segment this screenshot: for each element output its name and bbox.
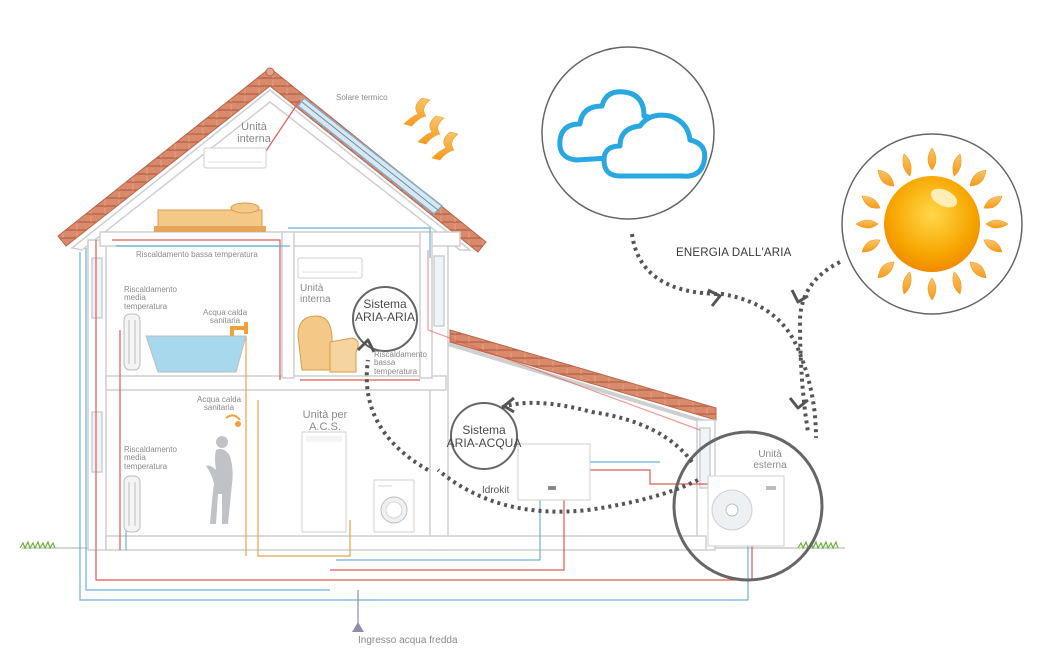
aria-acqua-system-label: Sistema ARIA-ACQUA [444,424,524,449]
acs-unit-label: Unità per A.C.S. [296,409,354,433]
outdoor-unit-label: Unità esterna [748,449,792,471]
cold-water-inlet-label: Ingresso acqua fredda [358,635,458,646]
low-temp-heating-mid-line3: temperatura [374,366,418,376]
solar-wind-arrows-icon [403,97,459,161]
radiator-lower [123,475,141,533]
house-structure [87,231,716,551]
medium-temp-heating-upper-line1: Riscaldamento [124,285,177,294]
acs-unit-label-line1: Unità per [302,409,348,421]
low-temp-heating-mid-line2: bassa [374,358,396,368]
hot-water-lower-line2: sanitaria [203,403,235,413]
medium-temp-heating-upper-line2: media [124,293,146,303]
aria-aria-line2: ARIA-ARIA [354,309,415,324]
shower-icon [225,414,241,427]
low-temp-heating-mid-label: Riscaldamento bassa temperatura [374,350,427,376]
radiator-upper [123,313,141,371]
upper-indoor-unit-label: Unità interna [232,121,276,145]
hot-water-lower-line1: Acqua calda [196,395,242,404]
energy-from-air-label: ENERGIA DALL'ARIA [676,247,792,259]
hot-water-upper-label: Acqua calda sanitaria [194,308,256,326]
aria-acqua-line1: Sistema [462,423,506,437]
solar-thermal-panel [296,96,444,216]
aria-acqua-line2: ARIA-ACQUA [446,435,522,450]
aria-aria-line1: Sistema [363,297,407,311]
upper-indoor-unit [203,147,267,169]
outdoor-unit [707,475,785,547]
bed [154,202,266,232]
medium-temp-heating-upper-label: Riscaldamento media temperatura [124,285,177,311]
tap-icon [230,322,248,336]
aria-aria-system-label: Sistema ARIA-ARIA [353,298,417,323]
medium-temp-heating-lower-line3: temperatura [124,461,168,471]
aria-aria-circle [352,286,418,352]
outdoor-unit-label-line2: esterna [753,459,787,471]
middle-indoor-unit-label-line2: interna [300,293,331,305]
low-temp-heating-top-label: Riscaldamento bassa temperatura [136,250,258,259]
outdoor-unit-highlight-circle [672,430,824,582]
middle-indoor-unit-label-line1: Unità [300,283,324,294]
cloud-icon [557,89,708,179]
medium-temp-heating-lower-line1: Riscaldamento [124,445,177,454]
idrokit-unit [517,443,591,501]
energy-flow-lines [364,233,841,514]
water-inlet-arrow-icon [352,622,364,632]
acs-unit [301,431,347,533]
bathtub [145,335,247,373]
upper-indoor-unit-label-line2: interna [237,132,271,145]
pipes [79,99,753,628]
acs-unit-label-line2: A.C.S. [309,420,341,433]
middle-indoor-unit-label: Unità interna [300,283,331,305]
upper-indoor-unit-label-line1: Unità [241,121,267,133]
shower-person [206,436,233,524]
hot-water-upper-line1: Acqua calda [202,308,248,317]
low-temp-heating-mid-line1: Riscaldamento [374,350,427,359]
hot-water-upper-line2: sanitaria [209,316,241,326]
idrokit-label: Idrokit [482,485,510,496]
hot-water-lower-label: Acqua calda sanitaria [188,395,250,413]
outdoor-unit-label-line1: Unità [758,449,782,460]
middle-indoor-unit [297,257,363,279]
medium-temp-heating-lower-line2: media [124,453,146,463]
flow-arrowheads [356,288,809,414]
sun-icon [855,147,1009,301]
armchair [297,315,359,373]
medium-temp-heating-lower-label: Riscaldamento media temperatura [124,445,177,471]
aria-acqua-circle [450,402,518,470]
solar-thermal-label: Solare termico [336,93,388,102]
medium-temp-heating-upper-line3: temperatura [124,301,168,311]
washing-machine [373,479,415,533]
main-roof [57,67,487,253]
